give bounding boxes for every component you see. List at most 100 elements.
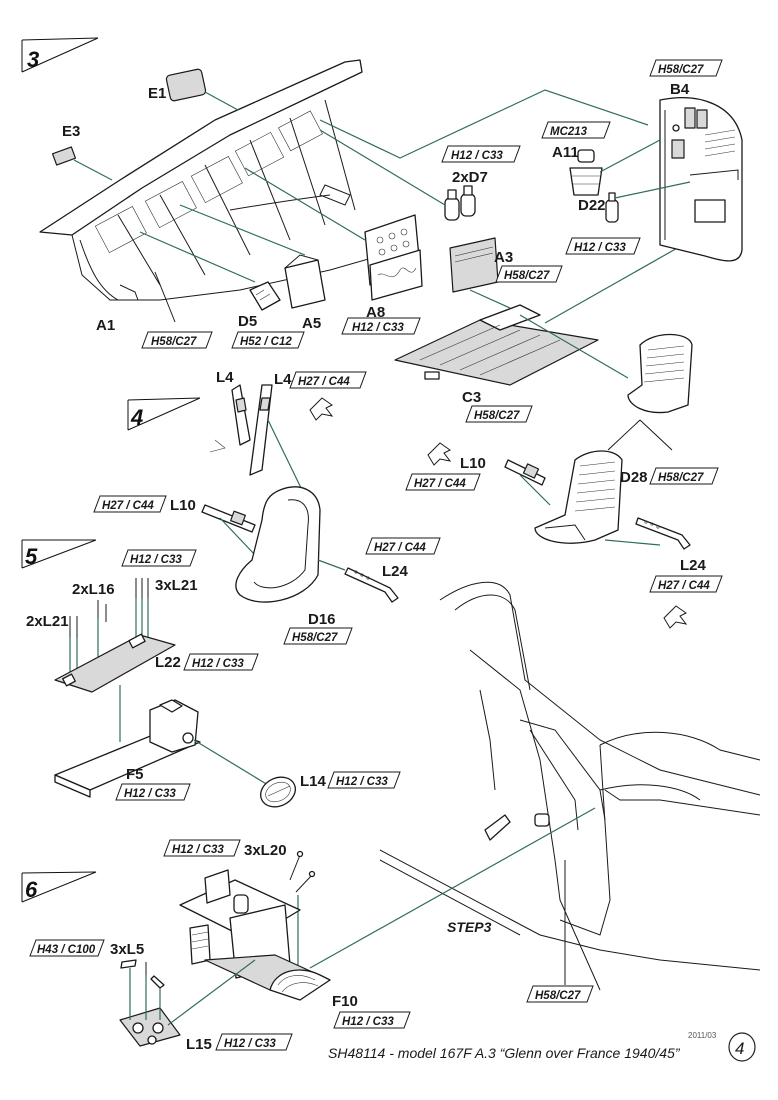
svg-text:H27 / C44: H27 / C44 xyxy=(414,478,466,490)
label-l15: L15 xyxy=(186,1036,212,1053)
part-e3 xyxy=(51,146,77,166)
step-4-section: 4 L4 L4 H27 / C44 L10 H27 / C44 xyxy=(93,333,723,645)
part-d7 xyxy=(444,185,476,221)
svg-text:H12 / C33: H12 / C33 xyxy=(172,844,224,856)
fuselage-exterior xyxy=(379,581,761,991)
label-l4-a: L4 xyxy=(216,369,234,386)
svg-text:H58/C27: H58/C27 xyxy=(658,64,704,76)
part-a3 xyxy=(449,237,499,293)
svg-text:H12 / C33: H12 / C33 xyxy=(352,322,404,334)
part-a8 xyxy=(364,214,423,301)
part-c3 xyxy=(394,304,599,386)
step-3-section: 3 E1 E3 A1 xyxy=(21,37,743,423)
color-box-d22: H12 / C33 xyxy=(565,237,641,255)
label-l10-b: L10 xyxy=(460,455,486,472)
label-l14: L14 xyxy=(300,773,327,790)
label-l5: 3xL5 xyxy=(110,941,144,958)
svg-text:H12 / C33: H12 / C33 xyxy=(124,788,176,800)
color-box-b4: H58/C27 xyxy=(649,59,723,77)
flip-arrow-icon xyxy=(427,442,452,466)
part-a5 xyxy=(284,259,326,309)
kit-title: SH48114 - model 167F A.3 “Glenn over Fra… xyxy=(328,1045,681,1061)
svg-text:H12 / C33: H12 / C33 xyxy=(130,554,182,566)
color-box-d28: H58/C27 xyxy=(649,467,719,485)
step-5-marker: 5 xyxy=(21,539,97,569)
label-l24-b: L24 xyxy=(680,557,707,574)
label-f5: F5 xyxy=(126,766,144,783)
step-number: 3 xyxy=(27,47,39,72)
label-l10-a: L10 xyxy=(170,497,196,514)
color-box-step3: H58/C27 xyxy=(526,985,594,1003)
label-d28: D28 xyxy=(620,469,648,486)
svg-text:H27 / C44: H27 / C44 xyxy=(298,376,350,388)
color-box-d5-a5: H52 / C12 xyxy=(231,331,305,349)
label-step3: STEP3 xyxy=(447,919,492,935)
svg-text:H58/C27: H58/C27 xyxy=(292,632,338,644)
step-6-marker: 6 xyxy=(21,871,97,903)
svg-text:H12 / C33: H12 / C33 xyxy=(224,1038,276,1050)
label-e3: E3 xyxy=(62,123,80,140)
part-d28 xyxy=(534,450,623,544)
color-box-l24-b: H27 / C44 xyxy=(649,575,723,593)
color-box-l14: H12 / C33 xyxy=(327,771,401,789)
color-box-l10-a: H27 / C44 xyxy=(93,495,167,513)
step-number: 5 xyxy=(25,544,38,569)
footer: 2011/03 SH48114 - model 167F A.3 “Glenn … xyxy=(328,1031,756,1062)
page-badge xyxy=(728,1032,756,1062)
label-l16: 2xL16 xyxy=(72,581,115,598)
color-box-f10: H12 / C33 xyxy=(333,1011,411,1029)
label-a5: A5 xyxy=(302,315,321,332)
color-box-d7: H12 / C33 xyxy=(441,145,521,163)
label-a11: A11 xyxy=(552,144,579,161)
part-a11 xyxy=(569,149,603,196)
svg-text:H12 / C33: H12 / C33 xyxy=(342,1016,394,1028)
label-l4-b: L4 xyxy=(274,371,292,388)
page-number: 4 xyxy=(735,1039,744,1058)
label-d5: D5 xyxy=(238,313,257,330)
color-box-l21: H12 / C33 xyxy=(121,549,197,567)
part-f5 xyxy=(54,699,201,798)
label-d22: D22 xyxy=(578,197,606,214)
part-d22 xyxy=(605,192,619,223)
color-box-l20: H12 / C33 xyxy=(163,839,241,857)
label-l24-a: L24 xyxy=(382,563,409,580)
color-box-f5: H12 / C33 xyxy=(115,783,191,801)
step-4-marker: 4 xyxy=(127,397,201,431)
color-box-l15: H12 / C33 xyxy=(215,1033,293,1051)
color-box-l4: H27 / C44 xyxy=(289,371,367,389)
color-box-a8: H12 / C33 xyxy=(341,317,421,335)
label-l21-b: 2xL21 xyxy=(26,613,69,630)
label-l22: L22 xyxy=(155,654,181,671)
part-l5 xyxy=(120,959,165,989)
svg-text:H27 / C44: H27 / C44 xyxy=(658,580,710,592)
svg-text:H52 / C12: H52 / C12 xyxy=(240,336,292,348)
label-l20: 3xL20 xyxy=(244,842,287,859)
label-c3: C3 xyxy=(462,389,481,406)
flip-arrow-icon xyxy=(663,605,688,629)
part-d5 xyxy=(249,281,281,311)
svg-text:H58/C27: H58/C27 xyxy=(504,270,550,282)
svg-text:H27 / C44: H27 / C44 xyxy=(374,542,426,554)
label-f10: F10 xyxy=(332,993,358,1010)
part-l14 xyxy=(259,776,297,808)
label-a8: A8 xyxy=(366,304,385,321)
step-number: 4 xyxy=(130,405,143,430)
label-d7: 2xD7 xyxy=(452,169,488,186)
part-l24-b xyxy=(635,517,691,550)
part-l4-straps xyxy=(209,384,273,476)
step-6-section: 6 H12 / C33 3xL20 F10 H12 / xyxy=(21,807,596,1053)
part-f10 xyxy=(179,869,331,1001)
color-box-l24-a: H27 / C44 xyxy=(365,537,441,555)
label-d16: D16 xyxy=(308,611,336,628)
color-box-l10-b: H27 / C44 xyxy=(405,473,481,491)
svg-text:H12 / C33: H12 / C33 xyxy=(336,776,388,788)
label-l21-a: 3xL21 xyxy=(155,577,198,594)
svg-text:H12 / C33: H12 / C33 xyxy=(192,658,244,670)
svg-text:H43 / C100: H43 / C100 xyxy=(37,944,96,956)
label-e1: E1 xyxy=(148,85,166,102)
part-d16 xyxy=(235,486,321,603)
part-l10-a xyxy=(201,504,256,533)
part-e1 xyxy=(165,68,207,102)
svg-text:H58/C27: H58/C27 xyxy=(151,336,197,348)
